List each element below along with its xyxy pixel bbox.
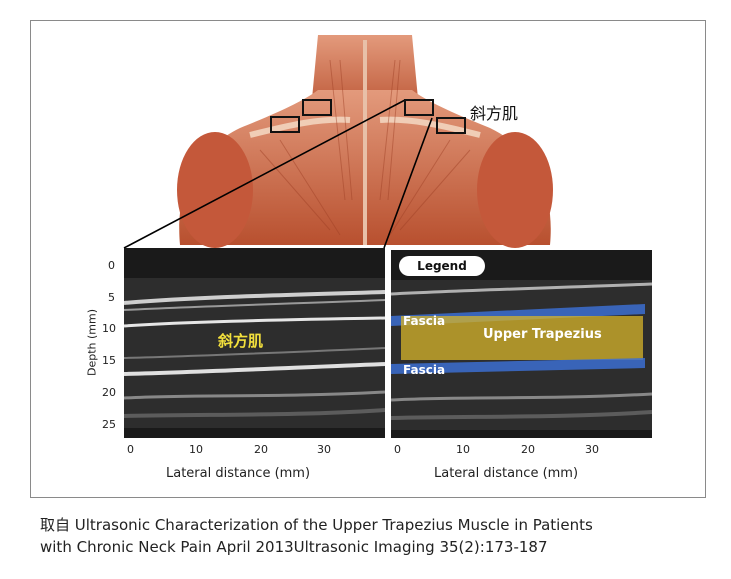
legend-badge: Legend (399, 256, 485, 276)
x-tick: 0 (394, 443, 401, 456)
x-axis-title-right: Lateral distance (mm) (434, 466, 579, 481)
zoom-line-left (123, 99, 406, 249)
y-axis-title: Depth (mm) (85, 309, 99, 377)
upper-trapezius-label: Upper Trapezius (483, 327, 602, 342)
x-axis-title-left: Lateral distance (mm) (166, 466, 311, 481)
zoom-line-right (383, 117, 433, 249)
y-tick: 0 (108, 259, 115, 272)
y-tick: 25 (102, 418, 116, 431)
caption-line-1: 取自 Ultrasonic Characterization of the Up… (40, 516, 593, 534)
x-tick: 20 (521, 443, 535, 456)
trapezius-label-left: 斜方肌 (218, 332, 264, 350)
x-tick: 10 (456, 443, 470, 456)
y-tick: 10 (102, 322, 116, 335)
y-tick: 15 (102, 354, 116, 367)
fascia-label-top: Fascia (403, 314, 446, 328)
x-tick: 0 (127, 443, 134, 456)
x-tick: 30 (585, 443, 599, 456)
ultrasound-texture-left (124, 248, 385, 438)
y-tick: 5 (108, 291, 115, 304)
left-deltoid (177, 132, 253, 248)
roi-box-4 (436, 117, 466, 134)
anatomy-illustration (123, 35, 553, 249)
roi-box-1 (270, 116, 300, 133)
roi-box-2 (302, 99, 332, 116)
roi-box-3 (404, 99, 434, 116)
x-tick: 10 (189, 443, 203, 456)
trapezius-label-top: 斜方肌 (470, 104, 519, 123)
y-tick: 20 (102, 386, 116, 399)
caption-line-2: with Chronic Neck Pain April 2013Ultraso… (40, 538, 548, 556)
right-deltoid (477, 132, 553, 248)
ultrasound-texture-right (391, 250, 652, 438)
x-tick: 30 (317, 443, 331, 456)
trapezius-region (401, 316, 643, 360)
ultrasound-panel-right: Legend Fascia Upper Trapezius Fascia (391, 250, 652, 438)
ultrasound-panel-left: 斜方肌 (124, 248, 385, 438)
fascia-label-bottom: Fascia (403, 363, 446, 377)
figure-caption: 取自 Ultrasonic Characterization of the Up… (40, 514, 720, 558)
x-tick: 20 (254, 443, 268, 456)
fascia-band-bottom (391, 358, 645, 374)
muscle-fibers (259, 59, 471, 236)
tendon-highlights (249, 116, 481, 138)
